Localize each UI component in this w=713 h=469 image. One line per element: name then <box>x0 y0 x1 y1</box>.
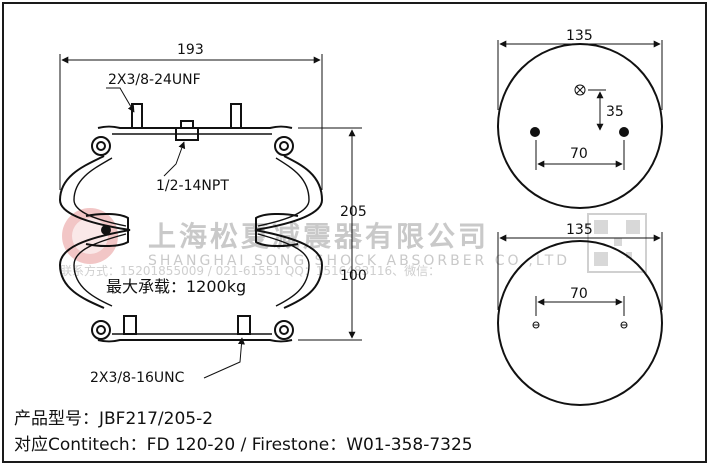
bottom-plate <box>97 339 293 343</box>
bottom-view-outline <box>497 240 663 406</box>
max-load-label: 最大承载：1200kg <box>106 277 246 296</box>
bottom-spacing-label: 70 <box>570 286 588 302</box>
top-hole-right-icon <box>619 127 629 137</box>
air-port-label: 1/2-14NPT <box>156 178 229 194</box>
watermark: 上海松夏减震器有限公司 SHANGHAI SONG SHOCK ABSORBER… <box>60 208 647 278</box>
top-hole-left-icon <box>530 127 540 137</box>
dim-min-height-label: 100 <box>340 268 367 284</box>
bottom-hole-right-icon <box>620 321 628 329</box>
bead-curl-br <box>274 320 294 340</box>
thread-top-label: 2X3/8-24UNF <box>108 72 201 88</box>
bottom-view <box>497 240 663 406</box>
bottom-hole-left-icon <box>532 321 540 329</box>
bead-curl-tr <box>274 136 294 156</box>
top-view <box>497 43 663 209</box>
girdle-ring-right <box>255 212 299 248</box>
thread-bottom-label: 2X3/8-16UNC <box>90 370 185 386</box>
dim-height <box>298 127 362 341</box>
stud-top-right <box>230 103 242 129</box>
top-offset-label: 35 <box>606 104 624 120</box>
bellows-left-inner <box>73 157 127 227</box>
bellows-left-outer <box>58 155 131 309</box>
top-view-outline <box>497 43 663 209</box>
qr-code-icon <box>587 213 647 273</box>
side-view <box>58 103 324 343</box>
girdle-ring-left <box>85 212 129 248</box>
dim-width <box>59 54 323 190</box>
top-spacing-label: 70 <box>570 146 588 162</box>
bead-curl-tl <box>91 136 111 156</box>
watermark-contact: 联系方式：15201855009 / 021-61551 QQ：15164831… <box>60 263 440 278</box>
stud-top-left <box>131 103 143 129</box>
top-diameter-label: 135 <box>566 28 593 44</box>
watermark-company-en: SHANGHAI SONG SHOCK ABSORBER CO.,LTD <box>148 253 570 269</box>
product-model: 产品型号：JBF217/205-2 <box>14 409 213 429</box>
bead-curl-bl <box>91 320 111 340</box>
bottom-diameter-label: 135 <box>566 222 593 238</box>
stud-bottom-right <box>237 315 251 335</box>
girdle-pin <box>101 225 111 235</box>
bellows-right-inner <box>257 157 310 227</box>
air-inlet-icon <box>574 84 586 96</box>
stud-bottom-left <box>123 315 137 335</box>
dim-height-label: 205 <box>340 204 367 220</box>
dim-width-label: 193 <box>177 42 204 58</box>
watermark-company-cn: 上海松夏减震器有限公司 <box>148 220 489 253</box>
cross-reference: 对应Contitech：FD 120-20 / Firestone：W01-35… <box>14 435 473 455</box>
